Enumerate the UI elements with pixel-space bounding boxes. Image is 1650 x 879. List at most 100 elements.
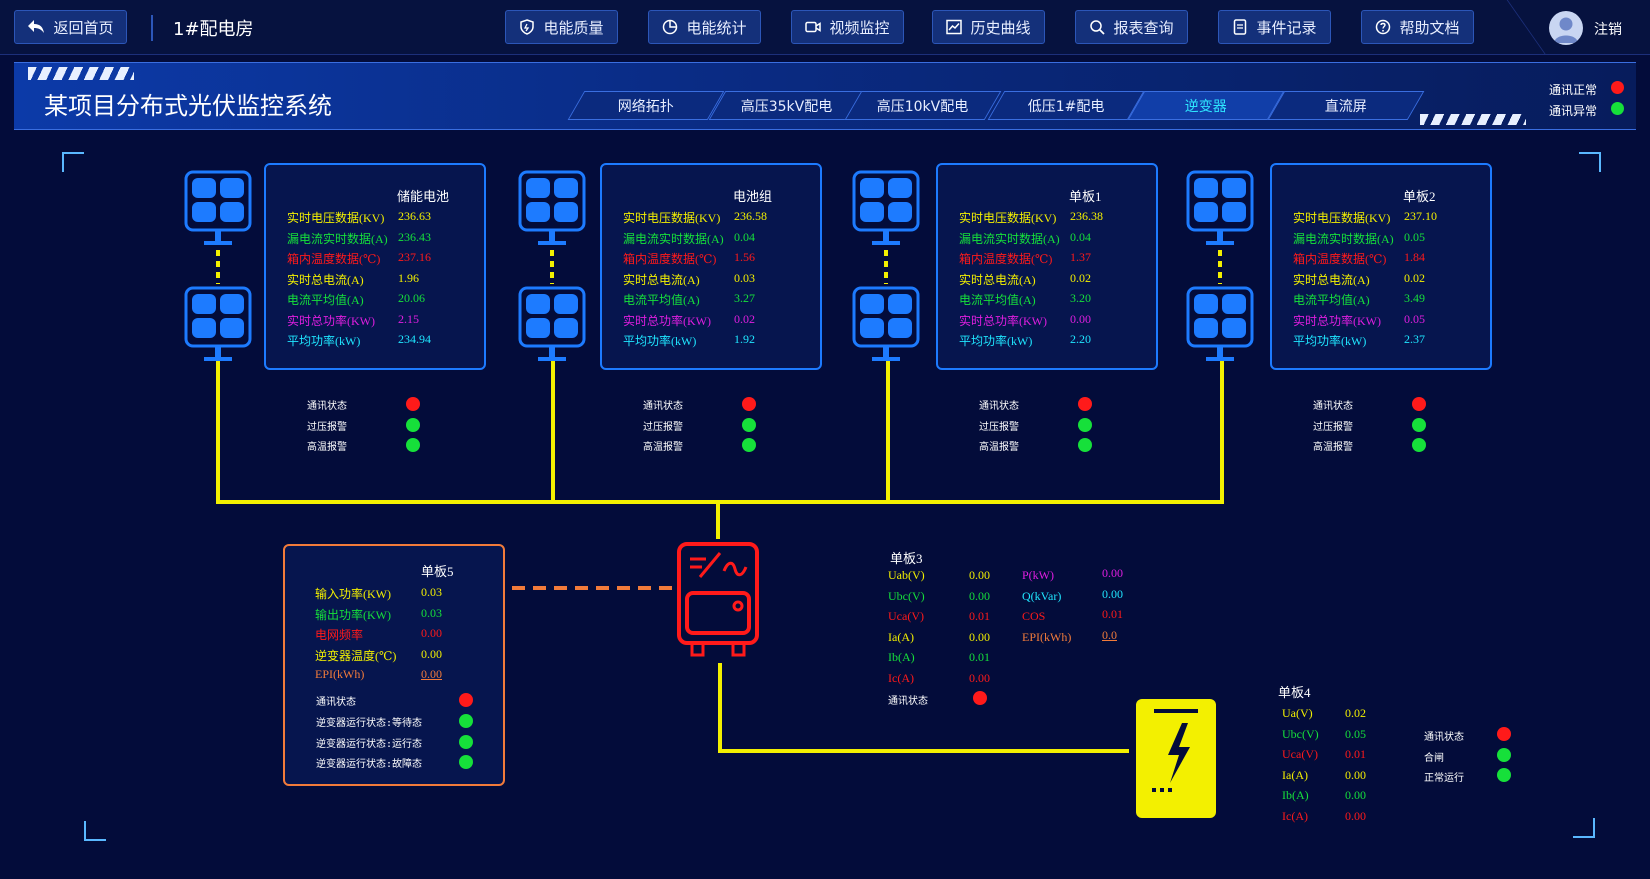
- metric-value: 1.37: [1070, 250, 1091, 264]
- device-info-panel: [1270, 163, 1492, 370]
- nav-report-query-button[interactable]: 报表查询: [1075, 10, 1188, 44]
- metric-label: 输入功率(KW): [315, 587, 391, 601]
- metric-value: 2.15: [398, 311, 419, 326]
- tab-hv-35kv[interactable]: 高压35kV配电: [708, 91, 866, 120]
- nav-power-quality-button[interactable]: 电能质量: [505, 10, 618, 44]
- metric-label: Ubc(V): [888, 588, 925, 603]
- user-avatar[interactable]: [1549, 11, 1583, 45]
- status-label: 通讯状态: [1424, 732, 1464, 743]
- status-indicator: [459, 693, 473, 707]
- solar-panel-icon: [852, 170, 920, 257]
- legend-comm-abnormal-label: 通讯异常: [1549, 104, 1598, 118]
- status-label: 通讯状态: [888, 696, 928, 707]
- status-label: 通讯状态: [307, 401, 347, 412]
- metric-label: 输出功率(KW): [315, 607, 391, 622]
- metric-label: Uca(V): [888, 609, 924, 624]
- metric-value: 0.01: [969, 609, 990, 624]
- back-home-button[interactable]: 返回首页: [14, 10, 127, 44]
- metric-value: 1.96: [398, 270, 419, 285]
- metric-label: Ia(A): [888, 629, 914, 644]
- document-icon: [1234, 19, 1247, 35]
- metric-value: 0.00: [1345, 767, 1366, 782]
- legend-comm-abnormal-dot: [1611, 102, 1624, 115]
- room-title: 1#配电房: [173, 19, 254, 40]
- dashed-connector: [884, 250, 888, 284]
- status-indicator: [1497, 747, 1511, 762]
- header-stripe-decoration: [28, 67, 134, 80]
- tab-hv-10kv[interactable]: 高压10kV配电: [844, 91, 1002, 120]
- search-icon: [1090, 20, 1106, 35]
- metric-value: 0.00: [1345, 809, 1366, 823]
- metric-value: 0.00: [1345, 788, 1366, 803]
- wire: [551, 357, 555, 502]
- metric-label: Uab(V): [888, 568, 925, 582]
- metric-value: 0.00: [969, 588, 990, 603]
- status-indicator: [1497, 768, 1511, 783]
- corner-bracket: [1579, 152, 1601, 172]
- metric-value: 0.05: [1404, 311, 1425, 326]
- wire: [718, 663, 722, 752]
- nav-label: 报表查询: [1113, 18, 1174, 37]
- metric-label: Ib(A): [888, 650, 915, 665]
- metric-label: Ia(A): [1282, 767, 1308, 782]
- metric-value: 237.16: [398, 250, 431, 264]
- tab-lv-1[interactable]: 低压1#配电: [987, 91, 1145, 120]
- corner-bracket: [62, 152, 84, 172]
- metric-value: 2.37: [1404, 332, 1425, 346]
- nav-video-monitor-button[interactable]: 视频监控: [791, 10, 904, 44]
- status-indicator: [406, 438, 420, 452]
- solar-panel-icon: [1186, 286, 1254, 373]
- metric-label: 漏电流实时数据(A): [287, 231, 388, 246]
- pie-chart-icon: [663, 19, 678, 35]
- metric-value: 1.92: [734, 332, 755, 346]
- status-label: 过压报警: [979, 421, 1019, 433]
- nav-history-curve-button[interactable]: 历史曲线: [932, 10, 1045, 44]
- tab-network-topology[interactable]: 网络拓扑: [567, 91, 725, 120]
- panel-title: 单板2: [1403, 189, 1436, 204]
- metric-label: Ua(V): [1282, 706, 1313, 720]
- wire: [718, 749, 1129, 753]
- metric-value: 0.00: [1102, 586, 1123, 601]
- metric-value: 3.20: [1070, 291, 1091, 305]
- nav-help-doc-button[interactable]: 帮助文档: [1361, 10, 1474, 44]
- metric-value: 3.27: [734, 291, 755, 305]
- nav-label: 电能统计: [686, 18, 747, 37]
- title-divider: [151, 15, 153, 41]
- status-label: 过压报警: [307, 421, 347, 433]
- metric-value: 3.49: [1404, 291, 1425, 305]
- metric-label: EPI(kWh): [315, 667, 365, 681]
- status-label: 通讯状态: [643, 401, 683, 412]
- status-indicator: [1078, 397, 1092, 411]
- logout-link[interactable]: 注销: [1594, 22, 1622, 38]
- metric-value: 236.38: [1070, 209, 1103, 223]
- status-indicator: [406, 397, 420, 411]
- metric-label: Q(kVar): [1022, 588, 1062, 603]
- status-indicator: [1497, 727, 1511, 741]
- nav-energy-stats-button[interactable]: 电能统计: [648, 10, 761, 44]
- legend-comm-normal-dot: [1611, 81, 1624, 94]
- nav-label: 电能质量: [543, 18, 604, 37]
- metric-value: 0.04: [734, 229, 755, 244]
- back-arrow-icon: [28, 20, 45, 33]
- status-indicator: [1078, 438, 1092, 452]
- metric-value: 0.01: [1345, 747, 1366, 762]
- metric-value: 0.03: [421, 605, 442, 620]
- nav-label: 历史曲线: [970, 18, 1031, 37]
- help-icon: [1376, 19, 1391, 35]
- status-label: 过压报警: [1313, 421, 1353, 433]
- metric-label: EPI(kWh): [1022, 629, 1072, 644]
- status-label: 通讯状态: [1313, 401, 1353, 412]
- metric-label: 实时总电流(A): [287, 272, 364, 287]
- metric-value: 0.00: [1070, 311, 1091, 326]
- tab-dc-panel[interactable]: 直流屏: [1267, 91, 1425, 120]
- metric-label: 漏电流实时数据(A): [959, 231, 1060, 246]
- tab-inverter[interactable]: 逆变器: [1127, 91, 1285, 120]
- nav-event-log-button[interactable]: 事件记录: [1218, 10, 1331, 44]
- metric-label: 实时总电流(A): [959, 272, 1036, 287]
- solar-panel-icon: [184, 170, 252, 257]
- metric-label: 箱内温度数据(℃): [287, 252, 381, 266]
- status-label: 高温报警: [643, 442, 683, 453]
- metric-value: 0.02: [734, 311, 755, 326]
- status-indicator: [406, 417, 420, 432]
- metric-label: 电流平均值(A): [959, 293, 1036, 307]
